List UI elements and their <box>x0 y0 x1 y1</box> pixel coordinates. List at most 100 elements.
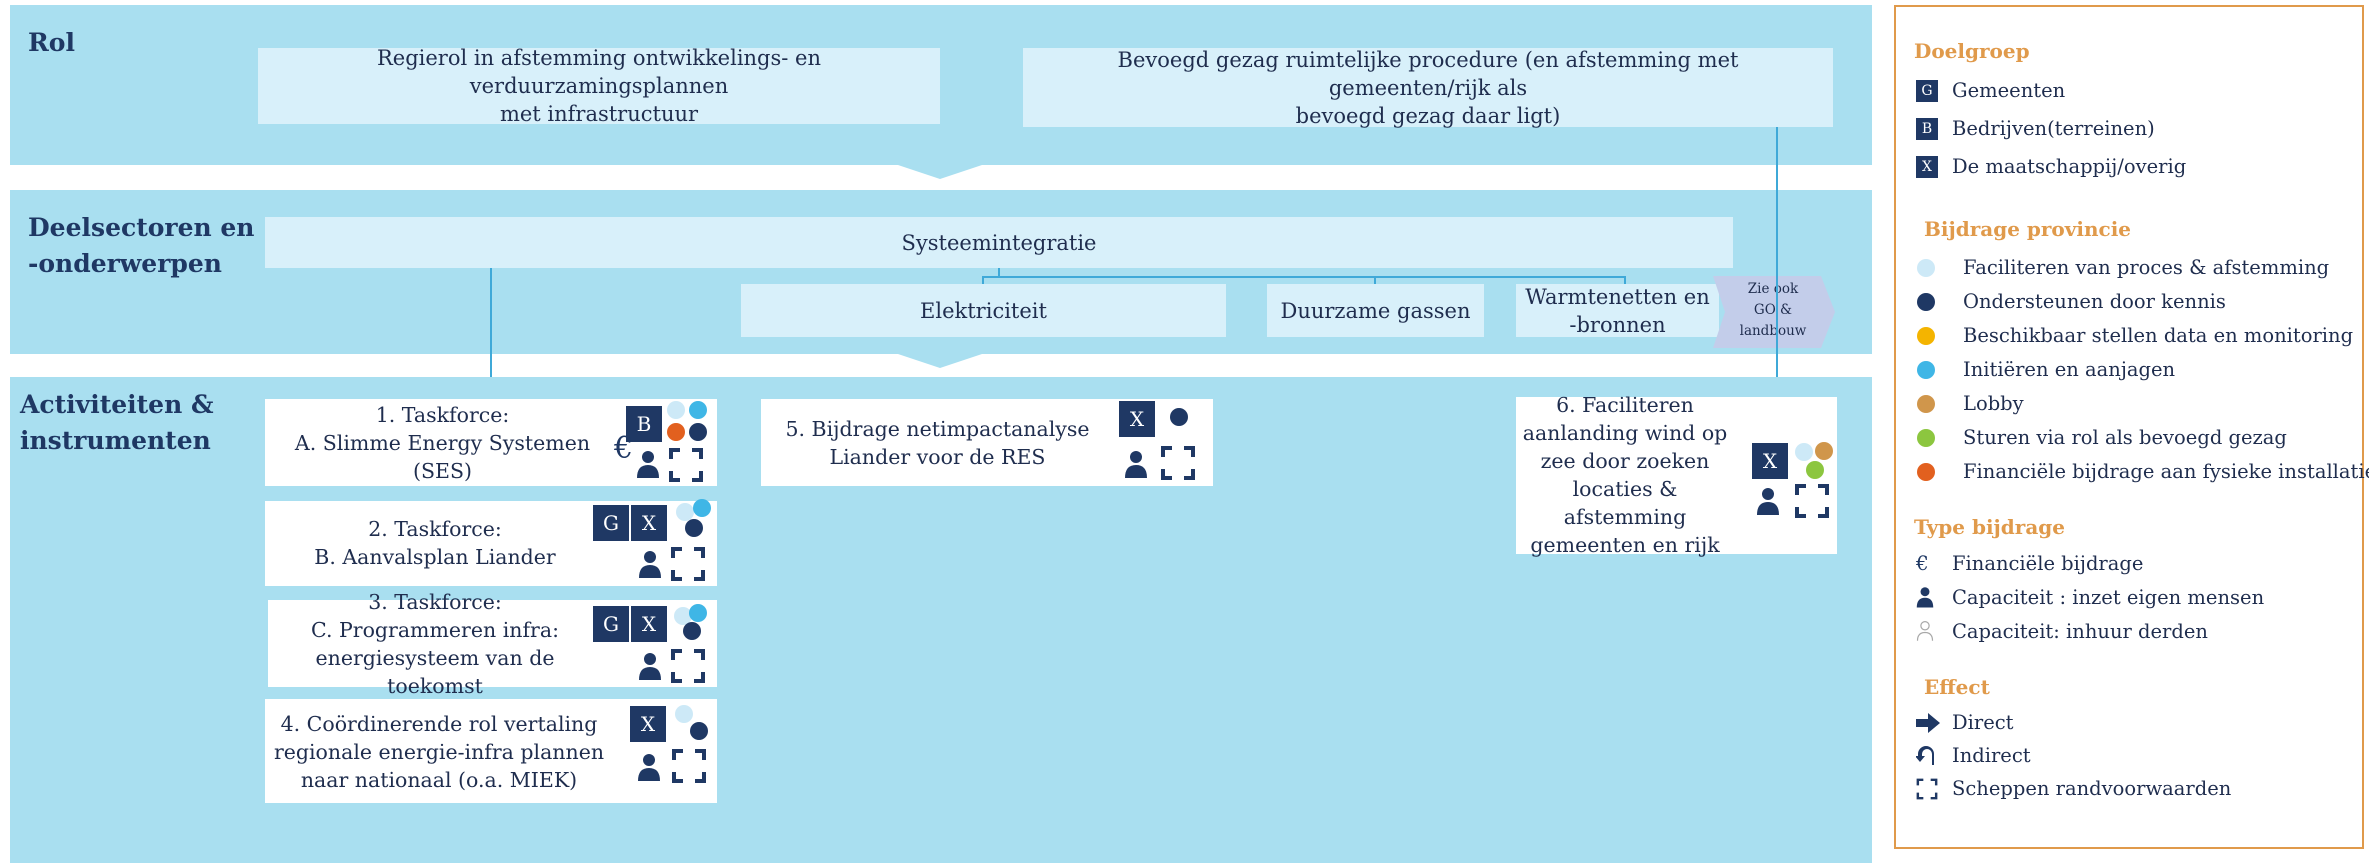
frame-corners-icon <box>1795 484 1829 518</box>
bijdrage-dot-kennis <box>683 622 701 640</box>
frame-corners-icon <box>672 749 706 783</box>
legend-label-bedrijven: Bedrijven(terreinen) <box>1952 117 2155 140</box>
rol-box-bevoegd-gezag: Bevoegd gezag ruimtelijke procedure (en … <box>1023 48 1833 128</box>
doelgroep-tag-gemeenten: G <box>593 606 629 642</box>
legend-label-randvoorwaarden: Scheppen randvoorwaarden <box>1952 777 2232 800</box>
legend-tag-maatschappij: X <box>1916 156 1938 178</box>
legend-label-maatschappij: De maatschappij/overig <box>1952 155 2187 178</box>
bijdrage-dot-initieren <box>689 604 707 622</box>
euro-icon: € <box>614 431 634 466</box>
connector-rol-to-activity6 <box>1776 127 1778 397</box>
rol-box-bevoegd-gezag-line2: bevoegd gezag daar ligt) <box>1295 103 1561 128</box>
bijdrage-dot-bevoegd-gezag <box>1806 461 1824 479</box>
activity-6-line2: aanlanding wind op <box>1522 421 1728 445</box>
band-title-deelsectoren: Deelsectoren en -onderwerpen <box>28 210 254 282</box>
activity-6-text: 6. Faciliteren aanlanding wind op zee do… <box>1516 393 1734 557</box>
activity-5-line1: 5. Bijdrage netimpactanalyse <box>785 417 1090 441</box>
bijdrage-dot-kennis <box>685 519 703 537</box>
person-icon <box>1757 488 1779 515</box>
bijdrage-dot-faciliteren <box>667 401 685 419</box>
frame-corners-icon <box>671 649 705 683</box>
legend-label-lobby: Lobby <box>1963 392 2024 415</box>
legend-label-inhuur-derden: Capaciteit: inhuur derden <box>1952 620 2208 643</box>
legend-dot-lobby <box>1917 395 1935 413</box>
bijdrage-dot-kennis <box>1170 408 1188 426</box>
chevron-rol <box>898 165 982 179</box>
activity-2-line1: 2. Taskforce: <box>368 517 502 541</box>
band-title-activiteiten: Activiteiten & instrumenten <box>20 387 214 459</box>
connector-elektriciteit <box>982 276 984 284</box>
connector-warmtenetten <box>1624 276 1626 284</box>
return-arrow-icon <box>1916 746 1934 765</box>
sector-duurzame-gassen: Duurzame gassen <box>1267 284 1484 337</box>
legend-panel: Doelgroep G Gemeenten B Bedrijven(terrei… <box>1894 5 2369 849</box>
bijdrage-dot-initieren <box>693 499 711 517</box>
person-icon <box>638 754 660 781</box>
activity-3-line2: C. Programmeren infra: <box>310 618 559 642</box>
sector-warmtenetten-line2: -bronnen <box>1569 312 1666 337</box>
activity-1-line2: A. Slimme Energy Systemen (SES) <box>294 431 591 483</box>
activity-3-line3: energiesysteem van de toekomst <box>315 646 555 698</box>
euro-icon: € <box>1916 551 1929 575</box>
activity-4-line3: naar nationaal (o.a. MIEK) <box>300 768 578 792</box>
legend-dot-data <box>1917 327 1935 345</box>
doelgroep-tag-maatschappij: X <box>1752 443 1788 479</box>
activity-6-line5: gemeenten en rijk <box>1530 533 1720 557</box>
legend-bijdrage-title: Bijdrage provincie <box>1924 217 2132 241</box>
zie-ook-line3: landbouw <box>1739 323 1807 339</box>
connector-systeemintegratie-down <box>998 268 1000 277</box>
band-title-activiteiten-line1: Activiteiten & <box>20 390 214 419</box>
doelgroep-tag-gemeenten: G <box>593 505 629 541</box>
legend-type-title: Type bijdrage <box>1914 515 2065 539</box>
connector-duurzame-gassen <box>1374 276 1376 284</box>
bijdrage-dot-lobby <box>1815 442 1833 460</box>
activity-5-line2: Liander voor de RES <box>829 445 1046 469</box>
legend-label-faciliteren: Faciliteren van proces & afstemming <box>1963 256 2330 279</box>
activity-6-line4: locaties & afstemming <box>1563 477 1687 529</box>
doelgroep-tag-bedrijven: B <box>626 406 662 442</box>
doelgroep-tag-maatschappij: X <box>631 505 667 541</box>
legend-tag-bedrijven: B <box>1916 118 1938 140</box>
band-title-deelsectoren-line2: -onderwerpen <box>28 249 222 278</box>
sector-systeemintegratie: Systeemintegratie <box>265 217 1733 268</box>
bijdrage-dot-faciliteren <box>674 607 692 625</box>
person-icon <box>639 551 661 578</box>
person-icon <box>639 653 661 680</box>
legend-label-financiele-bijdrage: Financiële bijdrage <box>1952 552 2144 575</box>
activity-2-text: 2. Taskforce: B. Aanvalsplan Liander <box>270 505 600 581</box>
legend-label-initieren: Initiëren en aanjagen <box>1963 358 2176 381</box>
activity-4-line1: 4. Coördinerende rol vertaling <box>280 712 598 736</box>
person-outline-icon <box>1916 621 1934 641</box>
frame-corners-icon <box>669 448 703 482</box>
rol-box-regierol-line1: Regierol in afstemming ontwikkelings- en… <box>376 46 821 98</box>
legend-label-kennis: Ondersteunen door kennis <box>1963 290 2226 313</box>
legend-label-gemeenten: Gemeenten <box>1952 79 2066 102</box>
connector-systeemintegratie-to-taskforce <box>490 268 492 399</box>
arrow-right-icon <box>1916 713 1940 733</box>
doelgroep-tag-maatschappij: X <box>630 706 666 742</box>
legend-doelgroep-title: Doelgroep <box>1914 39 2030 63</box>
legend-dot-faciliteren <box>1917 259 1935 277</box>
zie-ook-line1: Zie ook <box>1747 281 1799 297</box>
person-icon <box>1125 451 1147 478</box>
zie-ook-line2: GO & <box>1753 302 1793 318</box>
bijdrage-dot-faciliteren <box>675 705 693 723</box>
band-title-activiteiten-line2: instrumenten <box>20 426 211 455</box>
legend-label-bevoegd-gezag: Sturen via rol als bevoegd gezag <box>1963 426 2287 449</box>
activity-5-text: 5. Bijdrage netimpactanalyse Liander voo… <box>765 404 1110 482</box>
legend-label-direct: Direct <box>1952 711 2014 734</box>
bijdrage-dot-kennis <box>689 423 707 441</box>
band-title-rol: Rol <box>28 28 75 57</box>
frame-corners-icon <box>671 547 705 581</box>
frame-corners-icon <box>1161 446 1195 480</box>
activity-3-line1: 3. Taskforce: <box>368 590 502 614</box>
legend-label-data: Beschikbaar stellen data en monitoring <box>1963 324 2354 347</box>
activity-1-text: 1. Taskforce: A. Slimme Energy Systemen … <box>270 403 615 483</box>
sector-elektriciteit: Elektriciteit <box>741 284 1226 337</box>
zie-ook-arrow-shape <box>1713 276 1835 348</box>
bijdrage-dot-faciliteren <box>1795 443 1813 461</box>
person-icon <box>637 451 659 478</box>
activity-4-line2: regionale energie-infra plannen <box>273 740 605 764</box>
zie-ook-label: Zie ook GO & landbouw <box>1728 279 1818 342</box>
chevron-deelsectoren <box>898 354 982 368</box>
